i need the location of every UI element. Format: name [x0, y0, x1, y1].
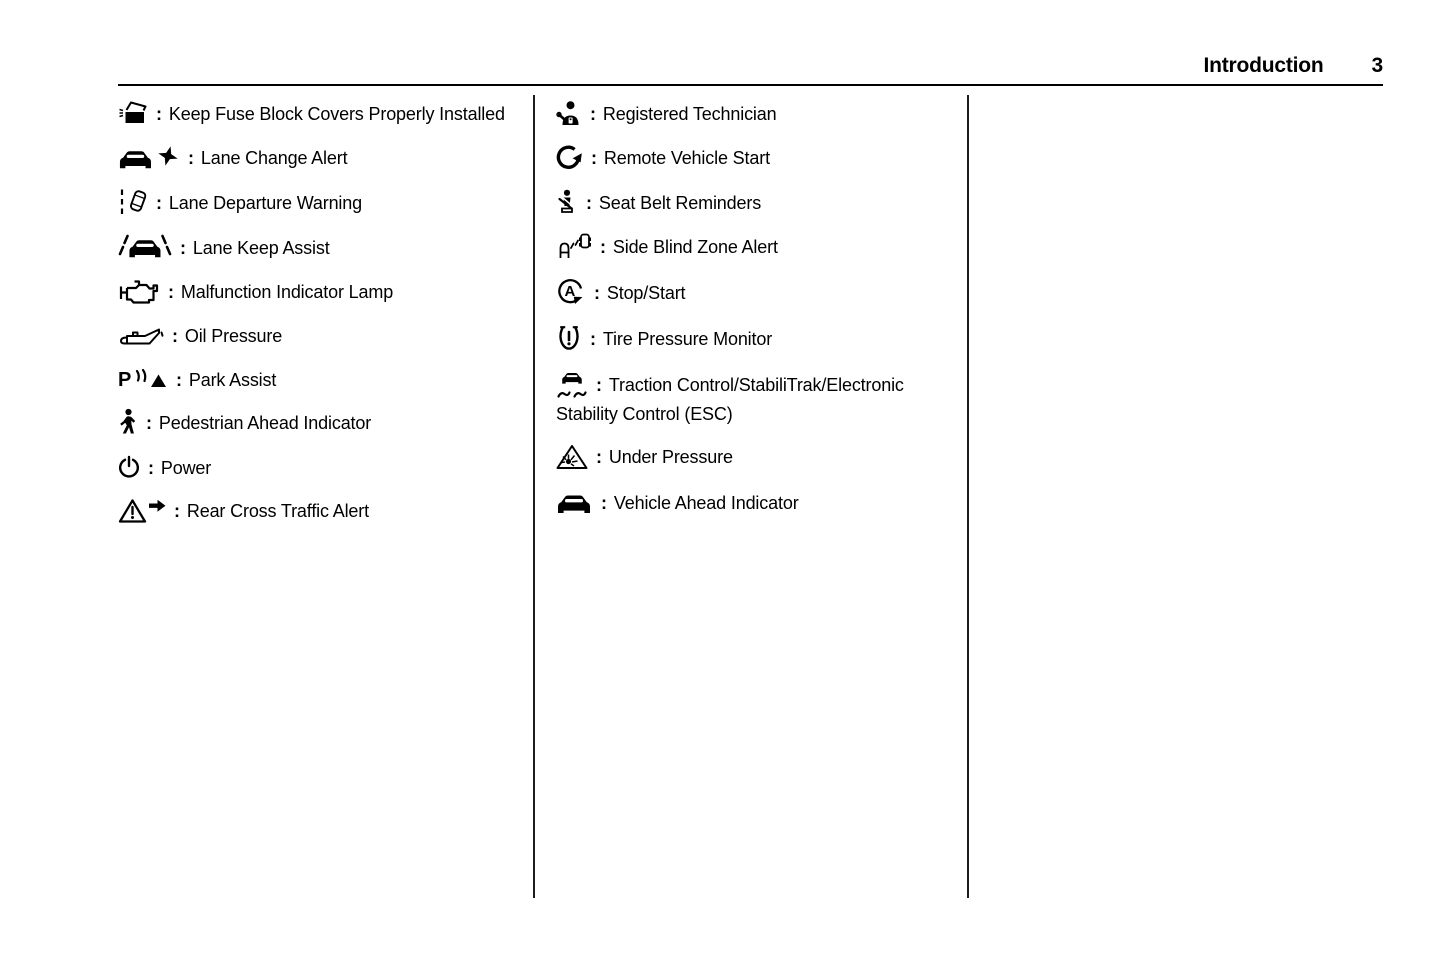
- item-separator: :: [600, 236, 606, 257]
- legend-item-label: Vehicle Ahead Indicator: [613, 492, 799, 513]
- item-separator: :: [180, 237, 186, 258]
- legend-item: P: Park Assist: [118, 367, 510, 393]
- item-separator: :: [168, 282, 174, 302]
- legend-item-label: Side Blind Zone Alert: [612, 236, 778, 257]
- legend-item-label: Malfunction Indicator Lamp: [180, 282, 394, 302]
- legend-item-label: Tire Pressure Monitor: [602, 329, 773, 349]
- svg-text:A: A: [564, 283, 575, 300]
- item-separator: :: [146, 412, 152, 433]
- item-separator: :: [188, 148, 194, 169]
- seat-belt-reminder-icon: [556, 189, 578, 215]
- legend-item: : Rear Cross Traffic Alert: [118, 498, 510, 526]
- header-rule: [118, 84, 1383, 86]
- item-separator: :: [176, 369, 182, 390]
- legend-item: : Lane Departure Warning: [118, 188, 510, 218]
- legend-item: A: Stop/Start: [556, 279, 954, 309]
- item-separator: :: [590, 329, 596, 349]
- under-pressure-icon: [556, 443, 588, 471]
- item-separator: :: [156, 192, 162, 213]
- legend-item: : Pedestrian Ahead Indicator: [118, 408, 510, 438]
- item-separator: :: [156, 104, 162, 124]
- item-separator: :: [590, 104, 596, 124]
- column-divider-2: [967, 95, 969, 898]
- legend-item-label: Keep Fuse Block Covers Properly Installe…: [168, 104, 505, 124]
- item-separator: :: [596, 447, 602, 468]
- column-divider-1: [533, 95, 535, 898]
- fuse-block-cover-icon: [118, 100, 148, 126]
- legend-item-label: Registered Technician: [602, 104, 777, 124]
- park-assist-icon: P: [118, 367, 168, 391]
- malfunction-indicator-lamp-icon: [118, 278, 160, 304]
- legend-item: : Under Pressure: [556, 444, 954, 472]
- item-separator: :: [148, 458, 154, 478]
- legend-item-label: Traction Control/StabiliTrak/Electronic …: [556, 375, 904, 425]
- stop-start-icon: A: [556, 277, 586, 307]
- legend-item-label: Under Pressure: [608, 447, 733, 468]
- legend-item-label: Pedestrian Ahead Indicator: [158, 412, 372, 433]
- legend-item: : Seat Belt Reminders: [556, 189, 954, 217]
- legend-item-label: Park Assist: [188, 369, 277, 390]
- legend-item: : Side Blind Zone Alert: [556, 232, 954, 262]
- traction-control-esc-icon: [556, 369, 588, 399]
- legend-item-label: Remote Vehicle Start: [603, 148, 770, 169]
- svg-text:P: P: [118, 369, 131, 391]
- item-separator: :: [586, 192, 592, 213]
- legend-item-label: Oil Pressure: [184, 326, 283, 347]
- lane-change-alert-icon: [118, 145, 180, 171]
- vehicle-ahead-indicator-icon: [556, 489, 593, 515]
- item-separator: :: [172, 326, 178, 347]
- legend-item-label: Stop/Start: [606, 282, 686, 303]
- legend-item: : Oil Pressure: [118, 323, 510, 349]
- item-separator: :: [601, 492, 607, 513]
- legend-item: : Lane Keep Assist: [118, 234, 510, 262]
- tire-pressure-monitor-icon: [556, 324, 582, 352]
- legend-item-label: Lane Keep Assist: [192, 237, 330, 258]
- item-separator: :: [594, 282, 600, 303]
- legend-item-label: Lane Change Alert: [200, 148, 348, 169]
- page-title: Introduction: [1203, 54, 1324, 77]
- column-2: : Registered Technician: Remote Vehicle St…: [556, 101, 954, 534]
- lane-departure-warning-icon: [118, 188, 148, 216]
- legend-item: : Lane Change Alert: [118, 145, 510, 172]
- item-separator: :: [596, 375, 602, 395]
- legend-item: : Remote Vehicle Start: [556, 145, 954, 172]
- registered-technician-icon: [556, 100, 582, 126]
- side-blind-zone-alert-icon: [556, 232, 592, 260]
- column-1: : Keep Fuse Block Covers Properly Install…: [118, 101, 510, 544]
- legend-item-label: Power: [160, 458, 212, 478]
- item-separator: :: [174, 501, 180, 522]
- lane-keep-assist-icon: [118, 234, 172, 260]
- legend-item-label: Lane Departure Warning: [168, 192, 363, 213]
- rear-cross-traffic-alert-icon: [118, 497, 166, 525]
- legend-item-label: Seat Belt Reminders: [598, 192, 762, 213]
- legend-item: : Malfunction Indicator Lamp: [118, 279, 510, 306]
- legend-item-label: Rear Cross Traffic Alert: [186, 501, 369, 522]
- item-separator: :: [591, 148, 597, 169]
- legend-item: :Traction Control/StabiliTrak/Electronic…: [556, 371, 954, 427]
- page-number: 3: [1371, 54, 1384, 77]
- oil-pressure-icon: [118, 324, 164, 348]
- remote-vehicle-start-icon: [556, 145, 583, 171]
- power-icon: [118, 455, 140, 479]
- legend-item: : Vehicle Ahead Indicator: [556, 490, 954, 517]
- legend-item: : Registered Technician: [556, 101, 954, 128]
- page-header: Introduction 3: [1203, 54, 1383, 78]
- legend-item: : Power: [118, 455, 510, 481]
- legend-item: : Tire Pressure Monitor: [556, 326, 954, 354]
- pedestrian-ahead-icon: [118, 408, 138, 436]
- legend-item: : Keep Fuse Block Covers Properly Install…: [118, 101, 510, 128]
